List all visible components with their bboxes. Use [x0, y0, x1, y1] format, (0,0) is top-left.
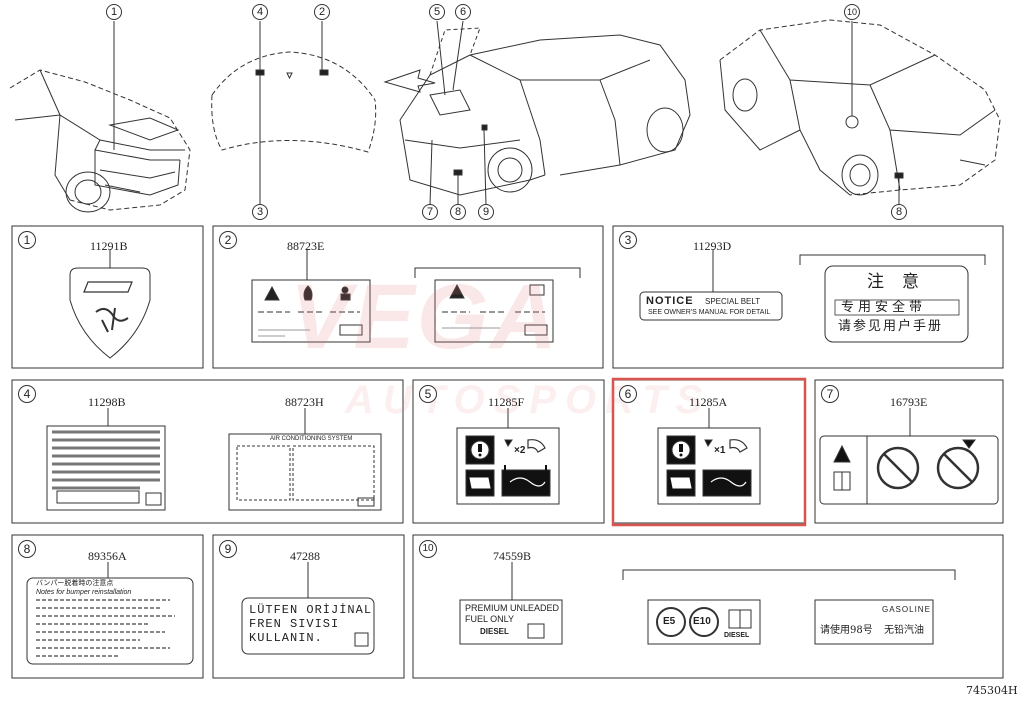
panel-6-part-number: 11285A	[689, 395, 728, 409]
panel-7-part-number: 16793E	[890, 395, 928, 409]
panel-8-number: 8	[18, 540, 36, 558]
panel-2-part-number: 88723E	[287, 239, 325, 253]
fuel-premium-line2: FUEL ONLY	[465, 614, 515, 624]
panel-1-border	[11, 225, 204, 369]
panel-4-part-number-1: 11298B	[88, 395, 126, 409]
panel-3-number: 3	[619, 231, 637, 249]
gasoline-label-title: GASOLINE	[882, 605, 931, 614]
panel-5-number: 5	[419, 385, 437, 403]
panel-6-highlight	[611, 377, 807, 527]
brake-fluid-line3: KULLANIN.	[249, 631, 323, 645]
airbag-warning-label	[819, 408, 999, 505]
seatbelt-notice-labels	[639, 249, 986, 343]
panel-7-border	[814, 379, 1004, 524]
brake-fluid-line2: FREN SIVISI	[249, 617, 340, 631]
car-open-hood-view	[399, 20, 691, 206]
panel-9-part-number: 47288	[290, 549, 320, 563]
hood-top-view	[211, 21, 377, 205]
fuel-diesel-symbol: DIESEL	[480, 627, 509, 636]
panel-8-border	[11, 534, 204, 679]
brake-fluid-label	[241, 562, 375, 655]
specification-labels	[46, 408, 382, 511]
e10-symbol: E10	[693, 616, 711, 627]
bumper-notes-line1: バンパー脱着時の注意点	[36, 580, 114, 587]
diesel-symbol-2: DIESEL	[724, 632, 750, 639]
callout-8-front: 8	[450, 204, 466, 220]
callout-2: 2	[314, 4, 330, 20]
callout-6: 6	[455, 4, 471, 20]
panel-1-part-number: 11291B	[90, 239, 128, 253]
callout-8-rear: 8	[891, 204, 907, 220]
panel-4-border	[11, 379, 404, 524]
notice-label-line2: SEE OWNER'S MANUAL FOR DETAIL	[648, 309, 771, 316]
bumper-notes-label	[26, 562, 194, 665]
fuel-labels	[459, 562, 956, 645]
notice-label-subtitle: SPECIAL BELT	[705, 297, 761, 306]
panel-4-part-number-2: 88723H	[285, 395, 324, 409]
panel-5-border	[412, 379, 605, 524]
brake-fluid-line1: LÜTFEN ORİJİNAL	[249, 603, 373, 617]
engine-warning-labels	[251, 249, 581, 343]
notice-label-title: NOTICE	[646, 295, 694, 307]
fluid-warning-label-x2	[456, 408, 560, 505]
cn-fuel-line2: 无铅汽油	[884, 625, 924, 636]
callout-9: 9	[478, 204, 494, 220]
panel-3-part-number: 11293D	[693, 239, 732, 253]
panel-10-part-number: 74559B	[493, 549, 532, 563]
panel-10-border	[412, 534, 1004, 679]
gr-emblem-label	[69, 249, 151, 359]
cn-fuel-line1: 请使用98号	[820, 625, 873, 636]
cn-notice-title: 注意	[867, 272, 937, 292]
callout-1: 1	[106, 4, 122, 20]
e5-symbol: E5	[663, 616, 676, 627]
panel-10-number: 10	[419, 540, 437, 558]
callout-7: 7	[422, 204, 438, 220]
direction-arrow	[383, 69, 436, 93]
callout-5: 5	[429, 4, 445, 20]
panel-6-multiplier: ×1	[714, 445, 726, 456]
panel-2-number: 2	[219, 231, 237, 249]
panel-4-number: 4	[18, 385, 36, 403]
diagram-code: 745304H	[966, 684, 1018, 697]
panel-5-part-number: 11285F	[488, 395, 525, 409]
panel-9-border	[212, 534, 405, 679]
cn-notice-line2: 请参见用户手册	[838, 319, 944, 334]
panel-8-part-number: 89356A	[88, 549, 127, 563]
panel-6-number: 6	[619, 385, 637, 403]
panel-1-number: 1	[18, 231, 36, 249]
fluid-warning-label-x1	[657, 408, 761, 505]
panel-9-number: 9	[219, 540, 237, 558]
bumper-notes-line2: Notes for bumper reinstallation	[36, 589, 132, 596]
fuel-premium-line1: PREMIUM UNLEADED	[465, 603, 560, 613]
callout-4: 4	[252, 4, 268, 20]
cn-notice-line1: 专用安全带	[841, 300, 927, 315]
car-rear-view	[719, 19, 1001, 205]
panel-7-number: 7	[821, 385, 839, 403]
ac-label-title: AIR CONDITIONING SYSTEM	[270, 436, 353, 442]
panel-2-border	[212, 225, 604, 369]
callout-10: 10	[844, 4, 860, 20]
car-front-view	[9, 21, 191, 213]
panel-5-multiplier: ×2	[514, 445, 526, 456]
callout-3: 3	[252, 204, 268, 220]
panel-3-border	[612, 225, 1004, 369]
